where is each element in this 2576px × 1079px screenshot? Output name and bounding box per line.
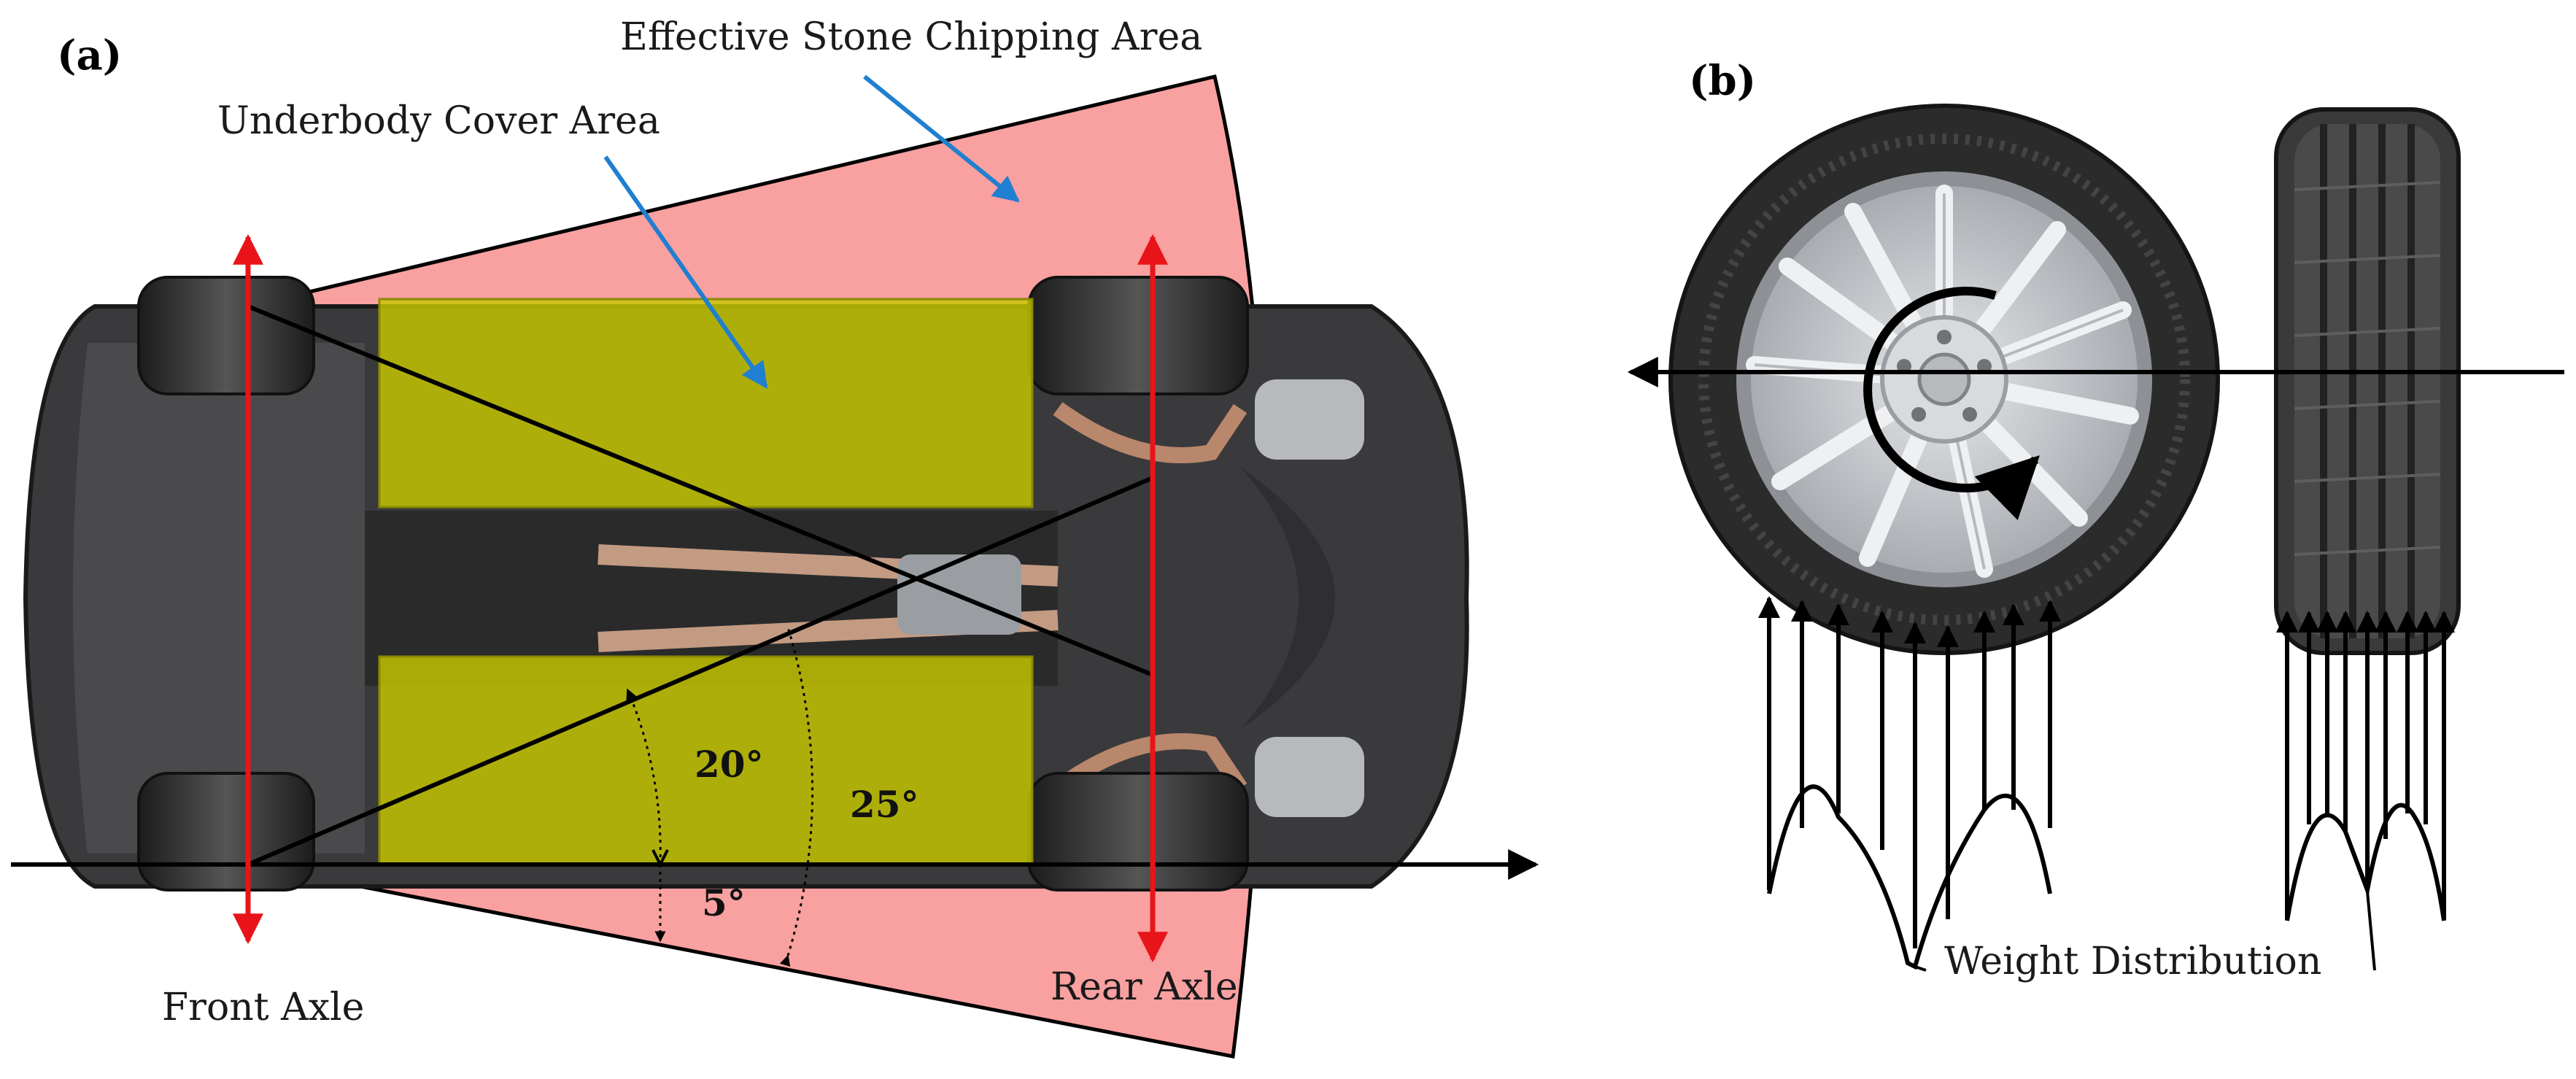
angle-lines xyxy=(247,304,1154,867)
underbody-cover-callout-arrow xyxy=(603,155,768,389)
underbody-cover-area-upper xyxy=(378,298,1034,508)
panel-a-label: (a) xyxy=(57,31,122,80)
effective-stone-chipping-area-label: Effective Stone Chipping Area xyxy=(620,15,1202,59)
angle-20-label: 20° xyxy=(695,743,764,786)
rear-axle-label: Rear Axle xyxy=(1051,965,1238,1009)
panel-a: (a) Effective Stone Chipping Area Underb… xyxy=(11,15,1539,1059)
wheel-side-icon xyxy=(1668,104,2220,655)
panel-b: (b) xyxy=(1627,57,2564,983)
front-axle-label: Front Axle xyxy=(162,986,364,1029)
effective-area-callout-arrow xyxy=(863,74,1020,203)
angle-arc-20 xyxy=(626,688,662,865)
angle-25-label: 25° xyxy=(850,783,919,826)
weight-distribution-label: Weight Distribution xyxy=(1944,940,2321,983)
tire-front-icon xyxy=(2274,107,2461,655)
side-weight-distribution-curve xyxy=(1767,784,2052,970)
panel-b-label: (b) xyxy=(1689,57,1756,105)
underbody-cover-area-label: Underbody Cover Area xyxy=(217,99,660,143)
weight-label-leader-left xyxy=(1914,965,1927,972)
angle-5-label: 5° xyxy=(702,881,746,924)
side-weight-arrows xyxy=(1758,596,2061,948)
front-weight-arrows xyxy=(2276,611,2455,919)
front-weight-distribution-curve xyxy=(2285,803,2446,921)
rotation-arrow-icon xyxy=(1863,286,2040,520)
weight-label-leader-right xyxy=(2366,891,2376,971)
angle-arc-25 xyxy=(779,627,814,967)
